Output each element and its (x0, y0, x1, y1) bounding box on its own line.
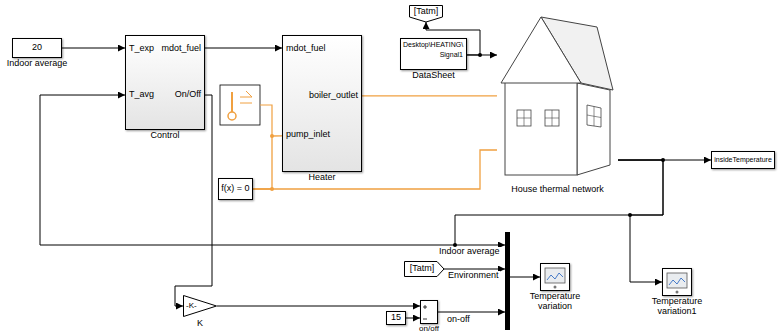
signal-wire (438, 312, 505, 313)
block-name: DataSheet (412, 71, 455, 81)
gain-block: -K-K (183, 295, 217, 317)
house-window (545, 110, 559, 126)
signal-line (406, 318, 420, 319)
sum-block: on/off (420, 300, 438, 324)
block-text: Signal1 (440, 51, 463, 59)
house-block: House thermal network (497, 5, 618, 183)
physical-connection (362, 95, 497, 96)
scope-outline (662, 268, 692, 296)
scope-screen (545, 268, 565, 283)
goto-shape (410, 6, 443, 23)
scope-outline (540, 263, 570, 291)
block-text: 15 (391, 313, 401, 323)
block-text: On/Off (175, 90, 201, 100)
house-front-wall (505, 80, 577, 175)
scope-knob (676, 291, 679, 294)
block-name: Temperature variation1 (639, 297, 715, 317)
physical-wire (260, 105, 272, 136)
block-text: mdot_fuel (161, 44, 201, 54)
block-name: Heater (308, 173, 335, 183)
signal-label: on-off (446, 315, 471, 325)
signal-line (62, 48, 125, 49)
block-text: boiler_outlet (309, 91, 358, 101)
window-cross (545, 110, 559, 126)
heater-subsystem: mdot_fuelboiler_outletpump_inletHeater (282, 35, 362, 172)
block-text: 20 (32, 43, 42, 53)
thermometer-bulb (228, 112, 236, 120)
house-window (517, 110, 531, 126)
from-shape (405, 262, 445, 277)
mux-bar (505, 232, 510, 330)
block-text: T_exp (129, 44, 154, 54)
constant-block: 20Indoor average (12, 38, 62, 58)
block-text: T_avg (129, 90, 154, 100)
signal-label: Indoor average (438, 247, 501, 257)
control-subsystem: T_expmdot_fuelT_avgOn/OffControl (125, 35, 205, 130)
plus-sign (423, 305, 427, 309)
equation-block: f(x) = 0 (218, 178, 253, 200)
source-symbol (240, 91, 252, 103)
block-name: House thermal network (511, 185, 604, 195)
gain-triangle (184, 296, 217, 317)
house-gable (501, 17, 581, 83)
scope-block: Temperature variation (540, 263, 570, 291)
house-side-window (587, 105, 601, 127)
scope-screen (667, 273, 687, 288)
signal-line (217, 306, 420, 307)
signal-wire (510, 277, 540, 278)
scope-block: Temperature variation1 (662, 268, 692, 296)
sum-outline (420, 300, 438, 324)
to-workspace-block: insideTemperature (711, 151, 775, 169)
signal-wire (444, 269, 505, 270)
block-text: f(x) = 0 (221, 184, 249, 194)
source-block (220, 85, 260, 125)
scope-knob (554, 286, 557, 289)
scope-trace (547, 273, 563, 280)
signal-line (205, 48, 282, 49)
goto-block: [Tatm] (409, 5, 443, 22)
window-cross (587, 107, 601, 127)
from-block: [Tatm] (404, 261, 444, 277)
signal-line (618, 160, 663, 282)
window-cross (517, 110, 531, 126)
signal-wire (455, 245, 505, 246)
block-text: Desktop\HEATING\ (403, 41, 463, 49)
block-text: [Tatm] (410, 264, 435, 274)
house-side-wall (577, 83, 610, 175)
scope-trace (669, 278, 685, 285)
thermometer-stem (231, 92, 233, 112)
constant-block: 15 (386, 311, 406, 325)
house-outline (497, 5, 618, 183)
block-text: [Tatm] (414, 7, 439, 17)
minus-sign (423, 319, 427, 320)
block-name: Control (150, 131, 179, 141)
block-name: on/off (419, 325, 439, 334)
block-text: -K- (186, 302, 197, 311)
block-text: mdot_fuel (286, 44, 326, 54)
block-name: Indoor average (7, 59, 68, 69)
from-file-block: Desktop\HEATING\Signal1DataSheet (400, 38, 467, 70)
signal-label: Environment (447, 271, 500, 281)
block-text: pump_inlet (286, 131, 330, 141)
block-name: K (197, 319, 203, 329)
physical-connection (253, 136, 282, 189)
block-name: Temperature variation (517, 292, 593, 312)
block-text: insideTemperature (714, 156, 772, 164)
